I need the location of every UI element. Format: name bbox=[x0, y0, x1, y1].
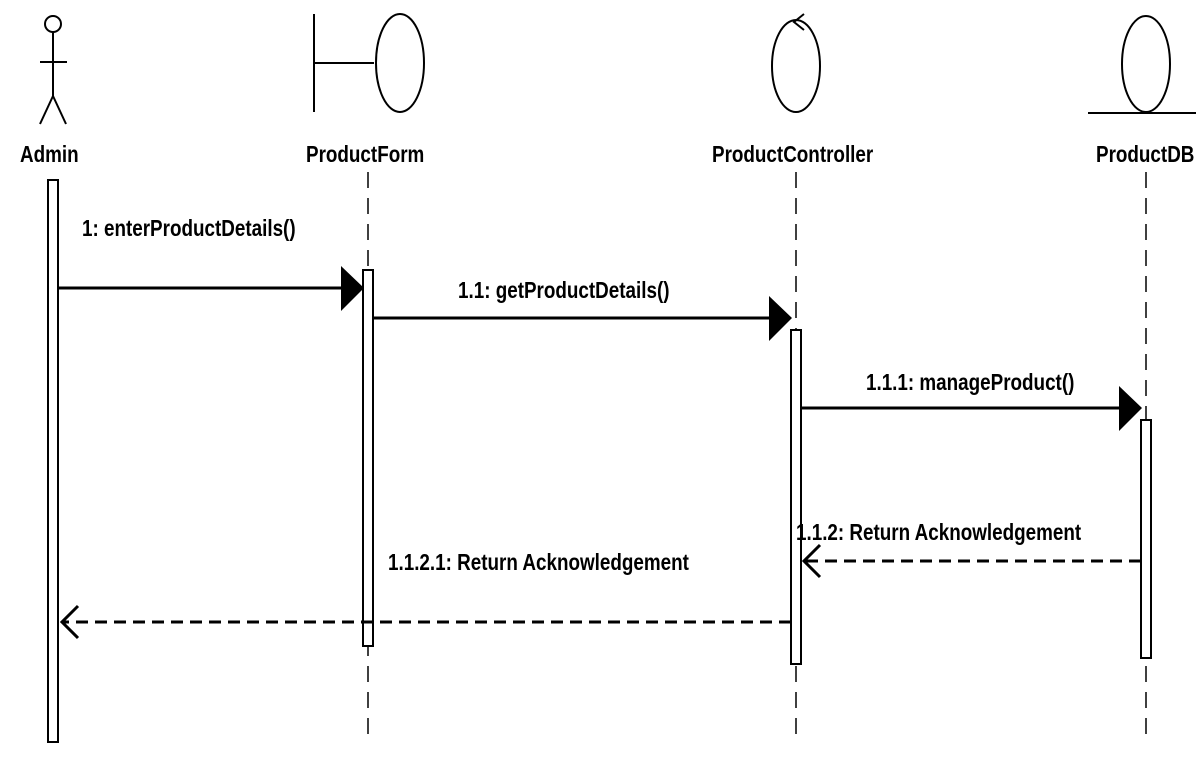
message-label-2: 1.1: getProductDetails() bbox=[458, 278, 670, 303]
message-label-1: 1: enterProductDetails() bbox=[82, 216, 296, 241]
boundary-icon bbox=[313, 13, 425, 113]
activation-bar-productcontroller bbox=[790, 329, 802, 665]
activation-bar-admin bbox=[47, 179, 59, 743]
message-arrow-1 bbox=[58, 266, 364, 311]
entity-icon bbox=[1088, 15, 1196, 114]
participant-label-productdb: ProductDB bbox=[1096, 142, 1194, 167]
message-label-3: 1.1.1: manageProduct() bbox=[866, 370, 1074, 395]
return-arrow-5 bbox=[59, 604, 791, 640]
return-arrow-4 bbox=[801, 543, 1141, 579]
control-icon bbox=[771, 13, 821, 113]
message-arrow-2 bbox=[373, 296, 792, 341]
message-label-5: 1.1.2.1: Return Acknowledgement bbox=[388, 550, 689, 575]
message-arrow-3 bbox=[801, 386, 1142, 431]
participant-label-productcontroller: ProductController bbox=[712, 142, 873, 167]
activation-bar-productdb bbox=[1140, 419, 1152, 659]
participant-label-productform: ProductForm bbox=[306, 142, 424, 167]
participant-label-admin: Admin bbox=[20, 142, 79, 167]
actor-icon bbox=[39, 15, 67, 125]
message-label-4: 1.1.2: Return Acknowledgement bbox=[796, 520, 1081, 545]
activation-bar-productform bbox=[362, 269, 374, 647]
